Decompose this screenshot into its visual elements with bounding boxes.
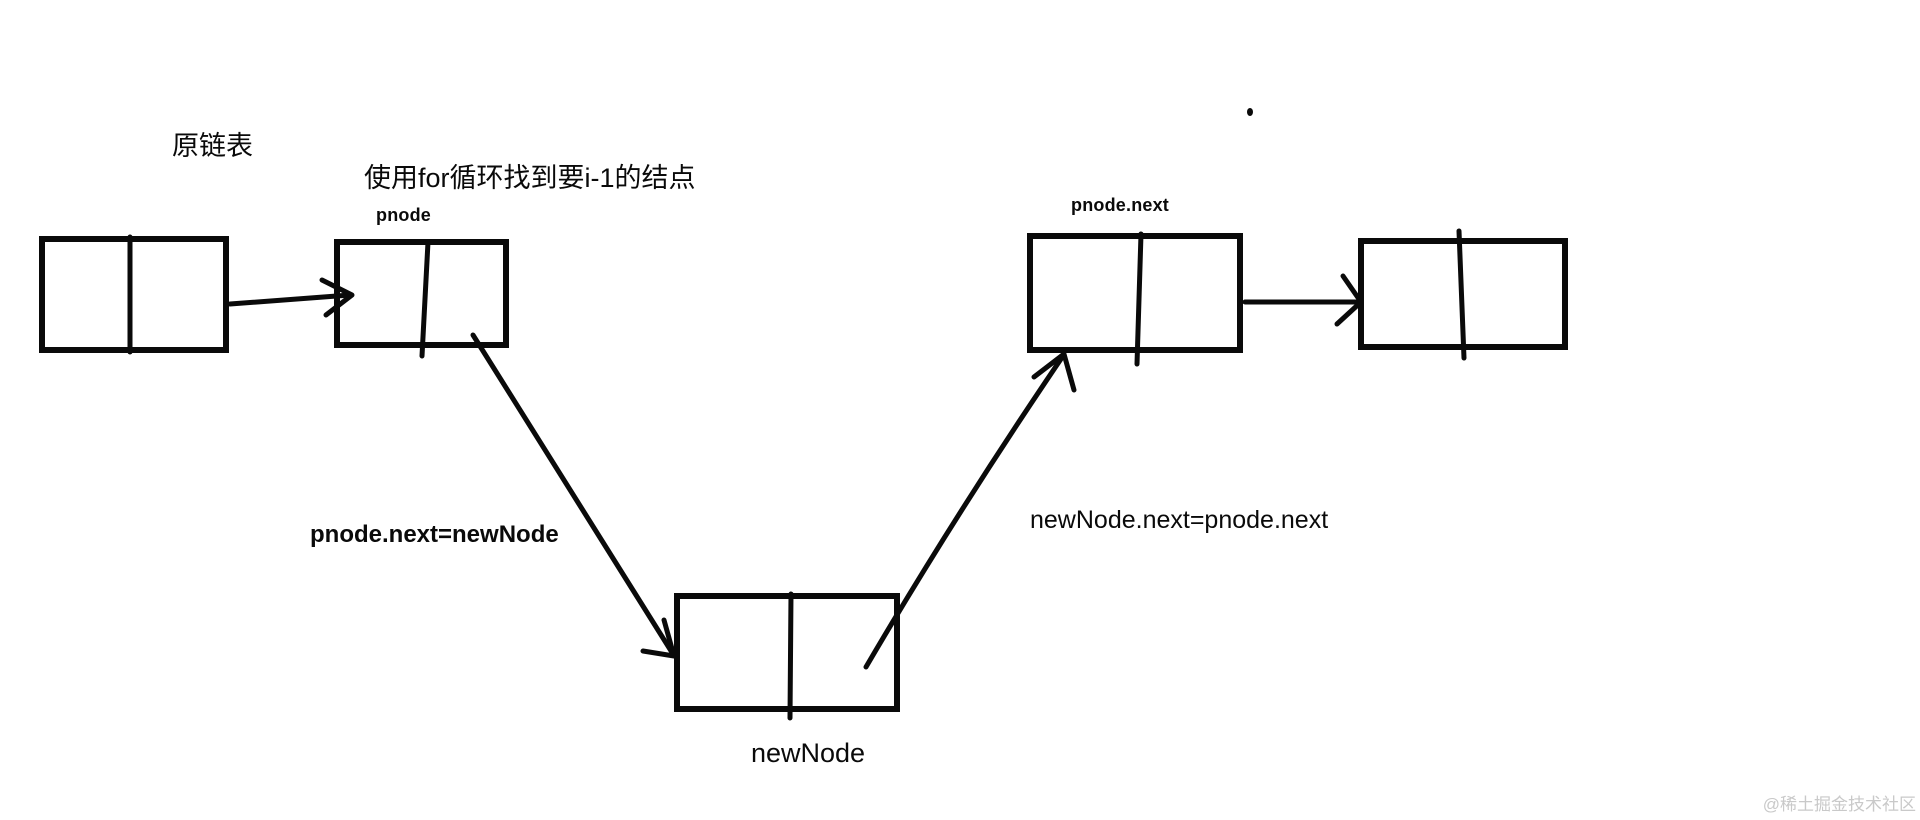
arrow-newnode-to-pnodenext-head	[1031, 351, 1077, 393]
arrow-pnode-to-newnode-shaft	[470, 332, 676, 657]
pnode-node-divider	[419, 239, 431, 359]
new-node-box	[674, 593, 900, 712]
find-node-hint-label: 使用for循环找到要i-1的结点	[364, 163, 696, 193]
head-node-box	[39, 236, 229, 353]
pnode-next-label: pnode.next	[1071, 195, 1170, 215]
arrow-newnode-to-pnodenext-shaft	[863, 353, 1066, 670]
arrow-head-to-pnode-head	[319, 277, 355, 318]
pnode-next-node-divider	[1134, 231, 1144, 367]
arrow-pnodenext-to-tail-head	[1334, 273, 1364, 327]
site-watermark: @稀土掘金技术社区	[1762, 795, 1916, 814]
tail-node-divider	[1456, 228, 1467, 361]
assign-newnode-next-label: newNode.next=pnode.next	[1030, 506, 1329, 534]
assign-pnode-next-label: pnode.next=newNode	[310, 521, 559, 548]
pnode-next-node-box	[1027, 233, 1243, 353]
arrow-pnode-to-newnode-head	[640, 617, 677, 659]
arrow-head-to-pnode-shaft	[227, 292, 353, 307]
original-list-label: 原链表	[172, 131, 253, 161]
stray-dot	[1247, 108, 1253, 116]
pnode-label: pnode	[376, 205, 431, 225]
new-node-divider	[787, 591, 794, 721]
newnode-label: newNode	[751, 738, 866, 768]
